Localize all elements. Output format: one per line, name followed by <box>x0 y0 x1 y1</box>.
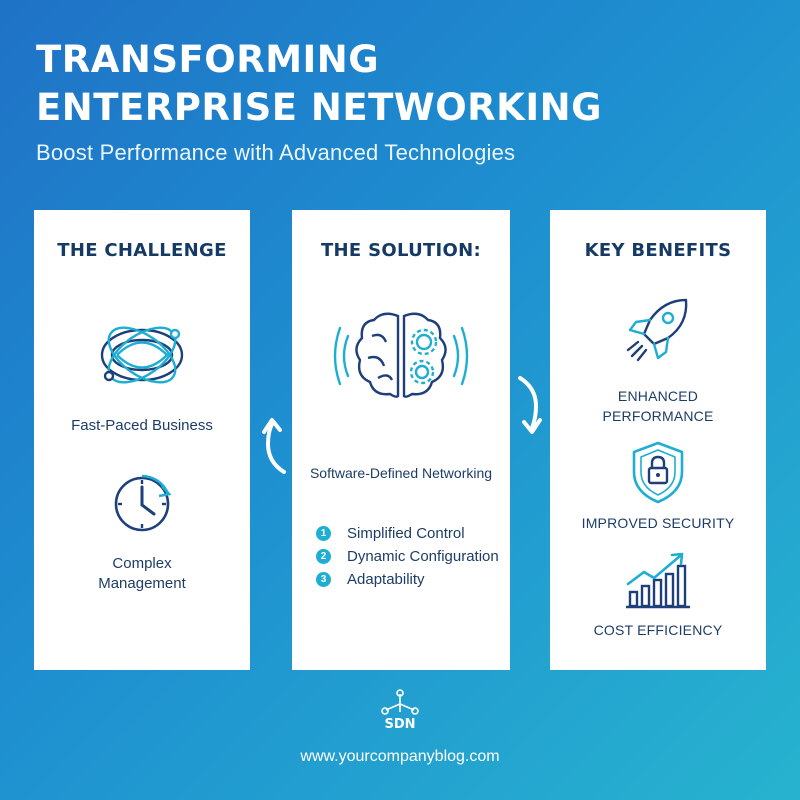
solution-heading: THE SOLUTION: <box>320 240 482 261</box>
list-item: 3 Adaptability <box>316 568 499 591</box>
list-item: 1 Simplified Control <box>316 522 499 545</box>
benefits-heading: KEY BENEFITS <box>584 240 732 261</box>
benefit-improved-security: IMPROVED SECURITY <box>581 515 735 531</box>
enhanced-line: ENHANCED <box>617 388 699 404</box>
benefits-panel: KEY BENEFITS ENHANCED PERFORMANCE IMPROV… <box>550 210 766 670</box>
orbit-network-icon <box>100 326 184 384</box>
solution-panel: THE SOLUTION: Software-Defined Networkin… <box>292 210 510 670</box>
challenge-item-fast-paced: Fast-Paced Business <box>71 417 213 434</box>
challenge-panel: THE CHALLENGE Fast-Paced Business Comple… <box>34 210 250 670</box>
title-line-1: TRANSFORMING <box>36 38 380 81</box>
solution-list: 1 Simplified Control 2 Dynamic Configura… <box>316 522 499 591</box>
management-line: Management <box>98 575 186 592</box>
challenge-heading: THE CHALLENGE <box>57 240 227 261</box>
brain-gears-icon <box>333 312 469 398</box>
rocket-icon <box>626 298 688 362</box>
curved-arrow-up-icon <box>262 418 286 474</box>
page-title: TRANSFORMING ENTERPRISE NETWORKING <box>36 36 602 132</box>
challenge-item-complex-management: Complex Management <box>34 554 250 594</box>
list-item-text: Dynamic Configuration <box>347 548 499 565</box>
complex-line: Complex <box>112 555 172 572</box>
shield-lock-icon <box>632 441 684 504</box>
footer-url[interactable]: www.yourcompanyblog.com <box>300 748 500 765</box>
curved-arrow-down-icon <box>518 376 542 434</box>
growth-chart-icon <box>626 552 690 609</box>
list-number-1: 1 <box>316 526 331 541</box>
list-item: 2 Dynamic Configuration <box>316 545 499 568</box>
list-number-2: 2 <box>316 549 331 564</box>
performance-line: PERFORMANCE <box>602 408 714 424</box>
benefit-cost-efficiency: COST EFFICIENCY <box>593 622 723 638</box>
benefit-enhanced-performance: ENHANCED PERFORMANCE <box>550 386 766 426</box>
list-number-3: 3 <box>316 572 331 587</box>
clock-icon <box>114 474 172 532</box>
page-subtitle: Boost Performance with Advanced Technolo… <box>36 140 516 165</box>
list-item-text: Adaptability <box>347 571 425 588</box>
sdn-logo-text: SDN <box>384 717 415 732</box>
sdn-logo-icon: SDN <box>381 689 419 732</box>
list-item-text: Simplified Control <box>347 525 465 542</box>
title-line-2: ENTERPRISE NETWORKING <box>36 86 602 129</box>
solution-label: Software-Defined Networking <box>309 465 493 481</box>
